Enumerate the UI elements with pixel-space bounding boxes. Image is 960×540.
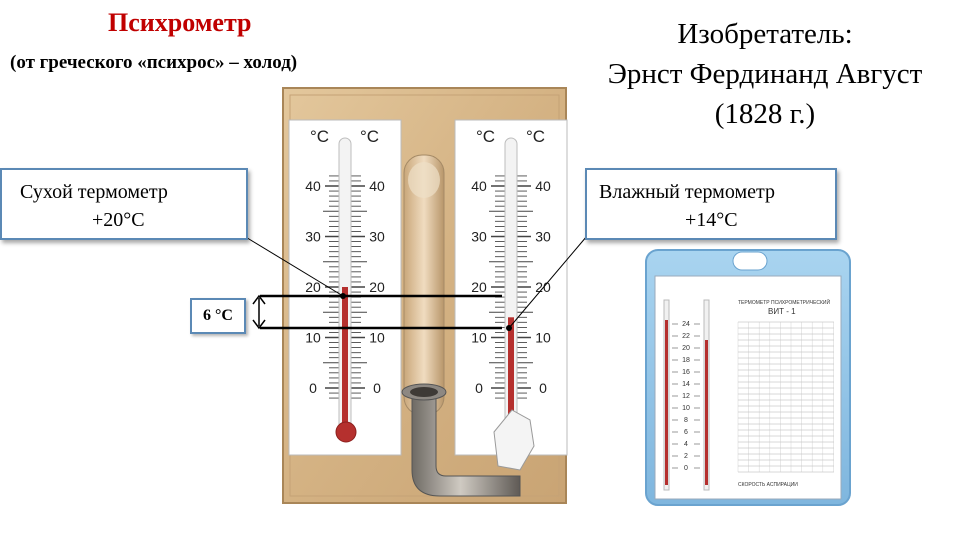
vit1-model: ВИТ - 1 [768,307,796,316]
vit1-scale-label: 16 [682,369,690,376]
wet-scale-tick-label-right: 10 [535,330,551,346]
wet-unit-left: °С [476,127,495,146]
dry-thermometer-callout: Сухой термометр +20°С [0,168,248,240]
vit1-scale-label: 24 [682,321,690,328]
vit1-scale-label: 20 [682,345,690,352]
wet-scale-tick-label-right: 0 [539,380,547,396]
page-title: Психрометр [108,8,252,37]
vit1-scale-label: 18 [682,357,690,364]
vit1-scale-label: 22 [682,333,690,340]
inventor-block: Изобретатель: Эрнст Фердинанд Август (18… [560,14,960,134]
vit1-title: ТЕРМОМЕТР ПСИХРОМЕТРИЧЕСКИЙ [738,298,831,306]
vit1-scale-label: 14 [682,381,690,388]
vit1-scale-label: 8 [684,417,688,424]
dry-unit-left: °С [310,127,329,146]
dry-scale-tick-label-left: 20 [305,279,321,295]
inventor-name: Эрнст Фердинанд Август [607,58,923,90]
dry-scale-tick-label-left: 40 [305,178,321,194]
vit1-footer: СКОРОСТЬ АСПИРАЦИИ [738,482,798,488]
dry-thermometer-value: +20°С [92,209,145,231]
wet-unit-right: °С [526,127,545,146]
dry-scale-tick-label-left: 0 [309,380,317,396]
dry-scale-tick-label-right: 40 [369,178,385,194]
dry-unit-right: °С [360,127,379,146]
dry-scale-tick-label-right: 30 [369,229,385,245]
vit1-scale-label: 10 [682,405,690,412]
wet-scale-tick-label-right: 40 [535,178,551,194]
wet-scale-tick-label-left: 40 [471,178,487,194]
wet-thermometer-callout: Влажный термометр +14°С [585,168,837,240]
wet-thermometer-value: +14°С [685,209,738,231]
wet-scale-tick-label-right: 30 [535,229,551,245]
dry-thermometer-label: Сухой термометр [20,181,168,203]
dry-scale-tick-label-right: 10 [369,330,385,346]
vit1-scale-label: 12 [682,393,690,400]
wet-wick-cloth [493,409,535,471]
wet-thermometer-label: Влажный термометр [599,181,775,203]
dry-scale-tick-label-left: 30 [305,229,321,245]
wet-scale-tick-label-left: 30 [471,229,487,245]
dry-scale-tick-label-right: 20 [369,279,385,295]
inventor-year: (1828 г.) [714,98,816,130]
difference-label: 6 °С [190,298,246,334]
dry-mercury-column [342,287,348,432]
dry-leader-line [243,235,344,297]
wet-mercury-column [508,317,514,436]
wet-scale-tick-label-left: 20 [471,279,487,295]
vit1-scale-label: 0 [684,465,688,472]
wet-scale-tick-label-left: 10 [471,330,487,346]
dry-scale-tick-label-right: 0 [373,380,381,396]
wick-pipe [411,391,521,497]
inventor-label: Изобретатель: [677,18,853,50]
wet-scale-tick-label-left: 0 [475,380,483,396]
vit1-scale-label: 6 [684,429,688,436]
dry-scale-tick-label-left: 10 [305,330,321,346]
wet-leader-line [508,235,588,329]
vit1-scale-label: 2 [684,453,688,460]
dry-thermometer-bulb [335,421,357,443]
vit1-scale-label: 4 [684,441,688,448]
page-subtitle: (от греческого «психрос» – холод) [10,52,298,73]
